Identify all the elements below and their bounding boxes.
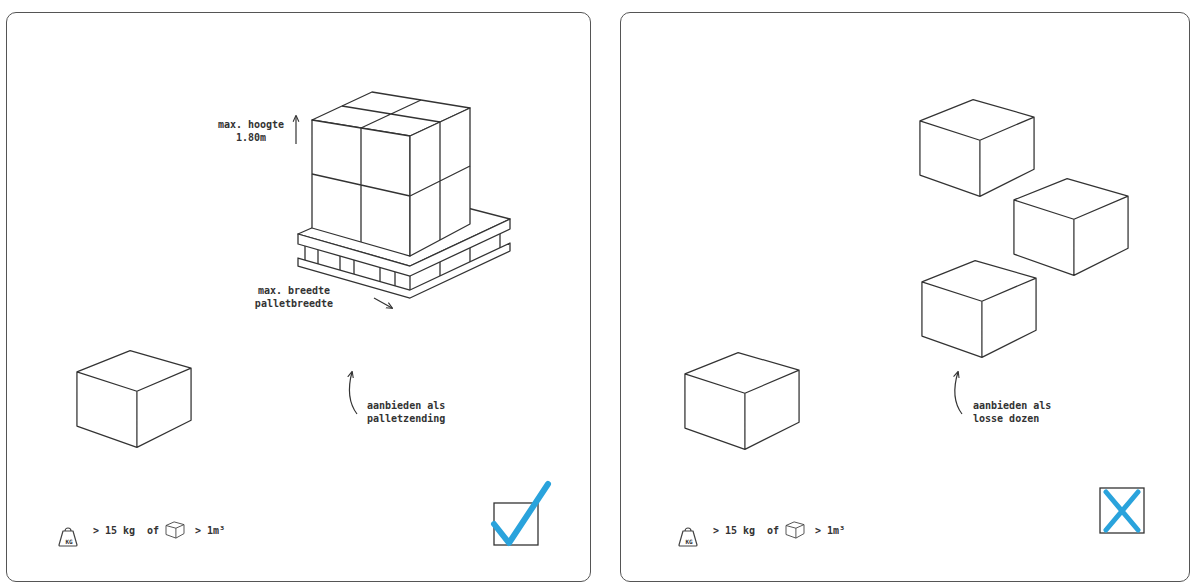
note-text: of [147,524,165,537]
height-arrow [295,116,296,144]
volume-icon [786,522,804,538]
width-arrow [374,298,392,308]
weight-icon [679,528,697,546]
note-text: of [767,524,785,537]
pointer-arrow [349,372,357,414]
weight-icon [59,528,77,546]
note-text: aanbieden als palletzending [367,399,471,425]
panel: max. hoogte 1.80m max. breedte palletbree… [6,12,591,582]
box [685,353,799,450]
box [922,261,1036,358]
box [920,100,1034,197]
note-text: > 15 kg [93,524,153,537]
icon-label: KG [680,538,698,545]
pointer-arrow [955,372,962,414]
note-text: max. breedte palletbreedte [249,284,339,310]
icon-label: KG [60,538,78,545]
panel: aanbieden als losse dozenKG > 15 kgof > 1m… [620,12,1190,582]
note-text: > 15 kg [713,524,773,537]
note-text: > 1m³ [815,524,865,537]
note-text: aanbieden als losse dozen [973,399,1077,425]
box [1014,179,1128,276]
volume-icon [166,522,184,538]
cross-mark [1106,492,1138,530]
check-mark [494,484,548,543]
cross-box [1100,488,1144,533]
note-text: max. hoogte 1.80m [213,118,289,144]
note-text: > 1m³ [195,524,245,537]
box [77,351,191,448]
box-stack [312,92,470,256]
